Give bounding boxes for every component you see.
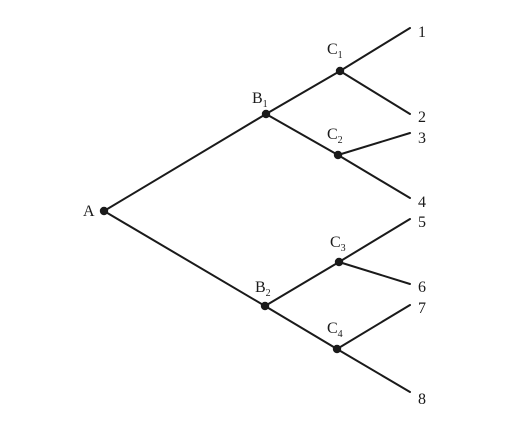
edge-c1-l2 bbox=[339, 70, 411, 115]
edge-c4-l8 bbox=[336, 348, 411, 393]
edge-c1-l1 bbox=[339, 27, 411, 72]
node-dot-c1 bbox=[335, 66, 345, 76]
node-label-c3: C3 bbox=[330, 234, 346, 254]
node-dot-c3 bbox=[334, 257, 344, 267]
leaf-label-2: 2 bbox=[418, 109, 426, 126]
edge-c2-l3 bbox=[337, 132, 411, 156]
node-dot-c2 bbox=[333, 150, 343, 160]
leaf-label-6: 6 bbox=[418, 279, 426, 296]
edge-b2-c3 bbox=[264, 261, 340, 307]
node-dot-b2 bbox=[260, 301, 270, 311]
leaf-label-1: 1 bbox=[418, 24, 426, 41]
edge-c3-l6 bbox=[338, 261, 411, 285]
edge-b2-c4 bbox=[264, 305, 338, 350]
node-label-c2: C2 bbox=[327, 126, 343, 146]
node-label-a: A bbox=[83, 203, 95, 220]
node-dot-c4 bbox=[332, 344, 342, 354]
nodes-layer bbox=[99, 66, 345, 354]
node-dot-a bbox=[99, 206, 109, 216]
leaf-label-3: 3 bbox=[418, 130, 426, 147]
node-label-b2: B2 bbox=[255, 279, 271, 299]
node-label-c4: C4 bbox=[327, 320, 343, 340]
leaf-label-4: 4 bbox=[418, 194, 426, 211]
leaf-label-8: 8 bbox=[418, 391, 426, 408]
labels-layer: A B1 B2 C1 C2 C3 C4 1 2 3 4 5 6 7 8 bbox=[83, 24, 426, 408]
edge-c2-l4 bbox=[337, 154, 411, 199]
leaf-label-7: 7 bbox=[418, 300, 426, 317]
edge-c3-l5 bbox=[338, 218, 411, 263]
edge-a-b2 bbox=[103, 210, 266, 307]
edge-c4-l7 bbox=[336, 304, 411, 350]
edge-a-b1 bbox=[103, 113, 267, 212]
edges-layer bbox=[103, 27, 411, 393]
leaf-label-5: 5 bbox=[418, 214, 426, 231]
node-label-b1: B1 bbox=[252, 90, 268, 110]
node-label-c1: C1 bbox=[327, 41, 343, 61]
edge-b1-c2 bbox=[265, 113, 339, 156]
edge-b1-c1 bbox=[265, 70, 341, 115]
node-dot-b1 bbox=[261, 109, 271, 119]
